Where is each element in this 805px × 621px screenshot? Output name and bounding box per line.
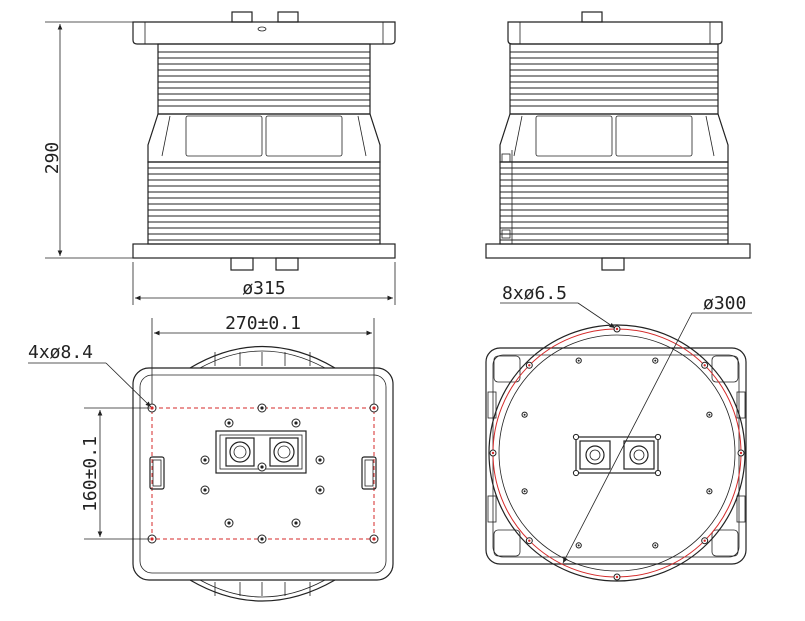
flange-holes-callout: 8xø6.5 (500, 283, 616, 329)
flange-hole-center (703, 539, 706, 542)
front-elevation-view (132, 11, 396, 271)
mount-hole-center (150, 406, 154, 410)
hole-spacing-label: 160±0.1 (80, 436, 101, 512)
flange-diameter-dimension: ø300 (562, 293, 752, 564)
bolt-center (318, 458, 322, 462)
flange-bolt-center (577, 544, 580, 547)
bolt-center (203, 488, 207, 492)
base-diameter-dimension: ø315 (132, 262, 396, 305)
mounting-plan-view (132, 346, 394, 602)
flange-bolt-center (523, 413, 526, 416)
flange-hole-center (528, 539, 531, 542)
side-elevation-view (485, 11, 751, 271)
mount-holes-label: 4xø8.4 (28, 342, 93, 363)
mount-holes-callout: 4xø8.4 (28, 342, 152, 408)
bolt-center (318, 488, 322, 492)
bolt-center (227, 421, 231, 425)
panel-bolt (572, 433, 580, 441)
panel-bolt (572, 469, 580, 477)
mount-hole-center (150, 537, 154, 541)
panel-bolt (654, 433, 662, 441)
mount-hole-center (372, 537, 376, 541)
base-diameter-label: ø315 (242, 278, 285, 299)
bolt-center (294, 521, 298, 525)
hole-spacing-dimension: 160±0.1 (80, 407, 150, 540)
hole-span-label: 270±0.1 (225, 313, 301, 334)
flange-holes-label: 8xø6.5 (502, 283, 567, 304)
height-dimension: 290 (42, 21, 133, 259)
flange-bolt-center (523, 490, 526, 493)
bolt-center (260, 406, 264, 410)
flange-bolt-center (654, 359, 657, 362)
flange-plan-view (485, 324, 747, 582)
bolt-center (260, 465, 264, 469)
bolt-center (227, 521, 231, 525)
flange-hole-center (528, 364, 531, 367)
flange-hole-center (615, 575, 619, 579)
mount-hole-center (372, 406, 376, 410)
bolt-center (203, 458, 207, 462)
flange-diameter-label: ø300 (703, 293, 746, 314)
panel-bolt (654, 469, 662, 477)
bolt-center (260, 537, 264, 541)
flange-hole-center (615, 327, 619, 331)
flange-hole-center (703, 364, 706, 367)
flange-hole-center (739, 451, 743, 455)
flange-bolt-center (577, 359, 580, 362)
hole-span-dimension: 270±0.1 (151, 313, 375, 404)
flange-bolt-center (708, 413, 711, 416)
flange-hole-center (491, 451, 495, 455)
flange-bolt-center (708, 490, 711, 493)
flange-bolt-center (654, 544, 657, 547)
height-label: 290 (42, 142, 63, 175)
bolt-center (294, 421, 298, 425)
